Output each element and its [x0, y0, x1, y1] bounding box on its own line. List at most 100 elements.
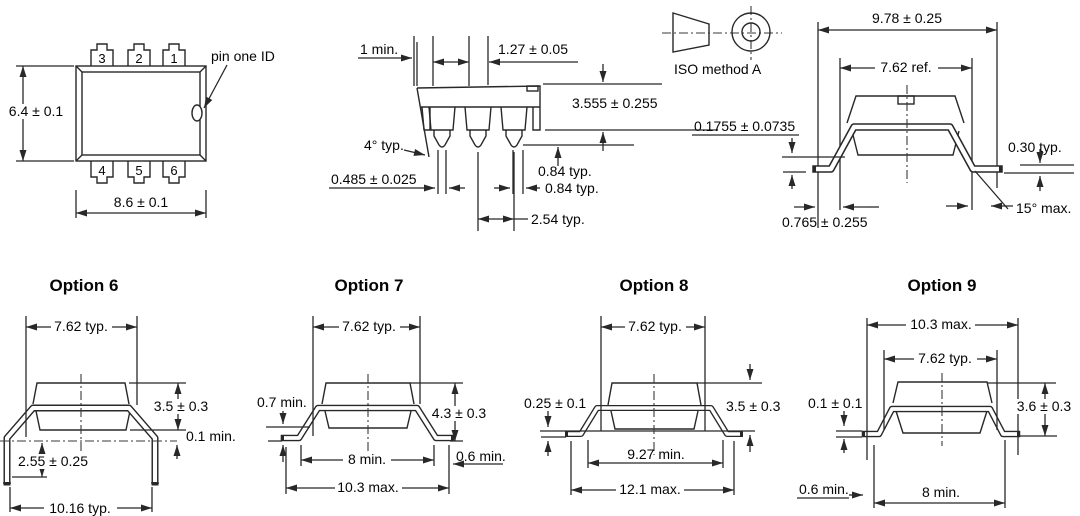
top-width-extension-lines: [25, 316, 138, 437]
pin-4-outline: [90, 161, 114, 184]
ref-width-label: 7.62 ref.: [880, 59, 931, 75]
lead-form-outline: [861, 405, 1021, 438]
span-label: 10.3 max.: [910, 316, 971, 332]
pin-one-leader-arrow: [203, 64, 228, 109]
overall-extension-lines: [817, 22, 998, 228]
span-label-bg: [616, 483, 684, 498]
draft-angle-leader: [403, 149, 426, 156]
body-lower-outline: [35, 410, 131, 431]
body-upper-outline: [846, 95, 965, 124]
ref-extension-lines: [839, 58, 973, 210]
standoff-label: 0.1 min.: [186, 428, 236, 444]
option-9-view: Option 9 10.3 max. 7.62 typ. 0.1 ± 0.1 3…: [797, 276, 1077, 508]
lead-angle-line: [974, 170, 1009, 210]
top-width-label-bg: [914, 352, 977, 366]
lead-3: [505, 130, 523, 148]
foot-label: 0.6 min.: [456, 448, 506, 464]
lead-tip-width-label: 0.485 ± 0.025: [331, 171, 417, 187]
iso-method-label: ISO method A: [674, 61, 762, 77]
pin-number-3: 3: [98, 51, 105, 66]
top-width-label-bg: [339, 320, 400, 334]
side-view: 1 min. 1.27 ± 0.05 4° typ. 3.555 ± 0.255…: [329, 36, 718, 231]
pin-number-1: 1: [170, 51, 177, 66]
pin-one-id-notch: [191, 104, 203, 122]
inner-span-label: 8 min.: [922, 484, 960, 500]
span-label-bg: [44, 501, 117, 515]
end-view: ISO method A 9.78 ± 0.25 7.62 ref. 0.175…: [662, 6, 1074, 230]
body-lower-outline: [851, 130, 960, 156]
option-6-view: Option 6 7.62 typ. 3.5 ± 0.3 0.1 min. 2.…: [0, 276, 236, 516]
option-8-title: Option 8: [620, 276, 689, 295]
height-label: 4.3 ± 0.3: [432, 405, 487, 421]
lead-1: [433, 130, 451, 148]
leg-length-label: 2.55 ± 0.25: [18, 453, 88, 469]
body-height-extension-lines: [543, 83, 718, 131]
body-top-outline: [416, 85, 541, 107]
option-7-view: Option 7 7.62 typ. 0.7 min. 4.3 ± 0.3 8 …: [257, 276, 506, 496]
top-width-label: 7.62 typ.: [54, 318, 108, 334]
inner-span-extension-lines: [873, 440, 1006, 508]
body-height-label-bg: [152, 399, 210, 414]
top-width-extension-lines: [312, 316, 421, 436]
height-label-bg: [429, 406, 490, 421]
inner-span-label-bg: [343, 453, 391, 467]
height-label: 3.5 ± 0.3: [726, 398, 781, 414]
height-dim-label: 6.4 ± 0.1: [9, 103, 64, 119]
inner-span-label: 8 min.: [348, 451, 386, 467]
pin-5-outline: [127, 161, 151, 184]
top-width-extension-lines: [600, 316, 706, 431]
leg-length-label-bg: [16, 454, 90, 469]
inner-span-label: 9.27 min.: [627, 446, 685, 462]
span-label: 12.1 max.: [619, 481, 680, 497]
ref-label-bg: [875, 61, 938, 75]
shoulder-3: [500, 106, 528, 131]
iso-projection-cone-icon: [672, 12, 710, 53]
standoff-reference-lines: [836, 430, 862, 438]
standoff-reference-lines: [782, 156, 845, 173]
pin-top-width-label: 1.27 ± 0.05: [498, 41, 568, 57]
option-8-view: Option 8 7.62 typ. 3.5 ± 0.3 0.25 ± 0.1 …: [524, 276, 781, 498]
body-notch-mark: [897, 95, 915, 105]
height-label-bg: [8, 104, 65, 119]
pin-1-outline: [162, 43, 186, 66]
foot-thickness-label: 0.30 typ.: [1008, 139, 1062, 155]
standoff-label: 0.7 min.: [257, 394, 307, 410]
shoulder-1: [428, 106, 456, 131]
lead-2: [469, 130, 487, 148]
top-width-label: 7.62 typ.: [628, 318, 682, 334]
iso-projection-circle-inner-icon: [741, 22, 761, 42]
pin-number-4: 4: [98, 163, 105, 178]
width-dim-label: 8.6 ± 0.1: [114, 194, 169, 210]
package-body-inner-bevel: [81, 71, 201, 156]
top-view: 3 2 1 4 5 6 pin one ID 6.4 ± 0.1 8.6 ± 0…: [8, 43, 275, 218]
iso-projection-circle-outer-icon: [731, 12, 771, 52]
foot-offset-label: 0.765 ± 0.255: [782, 214, 868, 230]
package-body-outline: [75, 65, 207, 162]
top-width-label: 7.62 typ.: [918, 350, 972, 366]
shoulder-2: [464, 106, 492, 131]
top-width-label-bg: [51, 320, 112, 334]
pitch-label: 2.54 typ.: [531, 211, 585, 227]
seating-reference-lines: [540, 430, 755, 438]
span-label: 10.3 max.: [337, 479, 398, 495]
standoff-label: 0.25 ± 0.1: [524, 395, 586, 411]
top-extension-lines: [413, 36, 489, 86]
pin-number-6: 6: [170, 163, 177, 178]
top-width-label-bg: [625, 320, 686, 334]
overall-width-label: 9.78 ± 0.25: [872, 10, 942, 26]
body-notch-mark: [526, 85, 539, 92]
shoulder-stubs: [421, 106, 541, 131]
option-6-title: Option 6: [50, 276, 119, 295]
pin-2-outline: [127, 43, 151, 66]
body-height-label: 3.5 ± 0.3: [154, 398, 209, 414]
pin-6-outline: [162, 161, 186, 184]
span-extension-lines: [866, 318, 1019, 460]
span-label-bg: [906, 318, 975, 332]
height-label-bg: [1012, 399, 1077, 414]
top-width-label: 7.62 typ.: [342, 318, 396, 334]
tip-height-label: 0.84 typ.: [538, 163, 592, 179]
standoff-label: 0.1755 ± 0.0735: [694, 118, 795, 134]
option-7-title: Option 7: [335, 276, 404, 295]
